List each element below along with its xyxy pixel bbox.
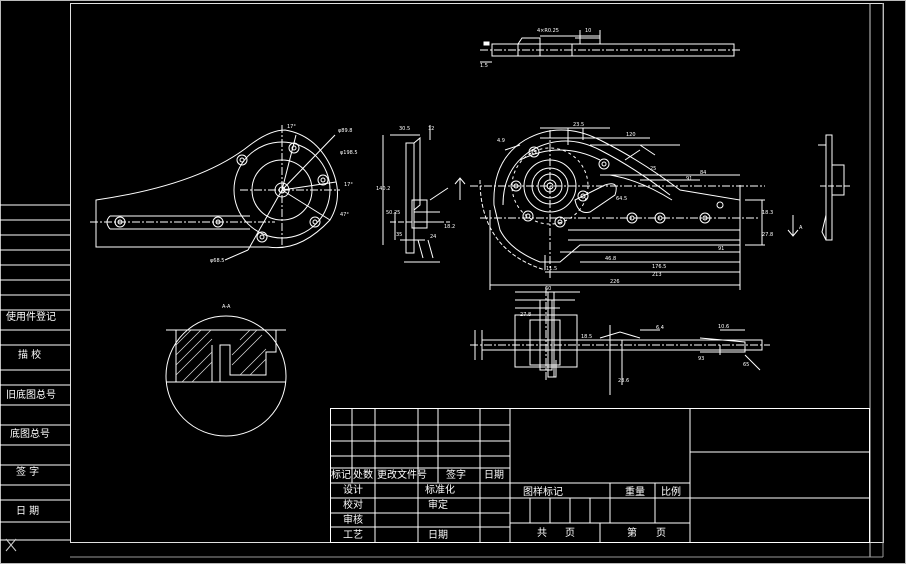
dim-side-6: 18.2 xyxy=(444,224,456,230)
dim-main-11: 11.5 xyxy=(546,266,558,272)
role-process: 工艺 xyxy=(343,530,363,541)
role-date: 日期 xyxy=(428,530,448,541)
rev-count-header: 处数 xyxy=(353,470,373,481)
strip-signature: 签 字 xyxy=(16,467,40,478)
detail-a-a xyxy=(165,315,287,437)
dim-top-1: 10 xyxy=(585,28,592,34)
dim-main-10: 213 xyxy=(652,272,662,278)
dim-side-3: 12 xyxy=(428,126,435,132)
role-approval: 审定 xyxy=(428,500,448,511)
dim-main-6: 84 xyxy=(700,170,707,176)
weight-label: 重量 xyxy=(625,487,645,498)
role-review: 审核 xyxy=(343,515,363,526)
dim-bottom-2: 60 xyxy=(545,286,552,292)
drawing-mark-label: 图样标记 xyxy=(523,487,563,498)
strip-usage-register: 使用件登记 xyxy=(6,312,56,323)
dim-bottom-4: 27.8 xyxy=(520,312,532,318)
dim-main-15: A xyxy=(799,225,803,231)
total-page-unit: 页 xyxy=(565,528,575,539)
dim-main-13: 27.8 xyxy=(762,232,774,238)
dim-left-5: φ68.5 xyxy=(210,258,225,264)
dim-main-5: 91 xyxy=(686,176,693,182)
rev-mark-header: 标记 xyxy=(331,470,351,481)
role-check: 校对 xyxy=(343,500,363,511)
dim-main-3: 25 xyxy=(650,166,657,172)
dim-side-0: 30.5 xyxy=(399,126,411,132)
side-view xyxy=(382,125,450,263)
dim-bottom-7: 65 xyxy=(743,362,750,368)
role-standardization: 标准化 xyxy=(425,485,455,496)
dim-left-0: 17° xyxy=(287,124,296,130)
dim-main-7: 91 xyxy=(718,246,725,252)
dim-main-4: 64.5 xyxy=(616,196,628,202)
role-design: 设计 xyxy=(343,485,363,496)
dim-side-5: 24 xyxy=(430,234,437,240)
dim-bottom-5: 6.4 xyxy=(656,325,664,331)
detail-label: A-A xyxy=(222,304,231,310)
dim-side-2: 50.25 xyxy=(386,210,401,216)
dim-main-0: 23.5 xyxy=(573,122,585,128)
sheet-page-unit: 页 xyxy=(656,528,666,539)
dim-side-4: 35 xyxy=(396,232,403,238)
bottom-section-view xyxy=(470,288,770,395)
right-side-view xyxy=(818,134,850,241)
strip-proof: 描 校 xyxy=(18,350,42,361)
dim-main-9: 226 xyxy=(610,279,620,285)
dim-bottom-6: 93 xyxy=(698,356,705,362)
dim-bottom-1: 18.5 xyxy=(581,334,593,340)
total-label: 共 xyxy=(537,528,547,539)
dim-side-1: 140.2 xyxy=(376,186,391,192)
strip-date: 日 期 xyxy=(16,506,40,517)
dim-bottom-3: 23.6 xyxy=(618,378,630,384)
dim-left-4: φ198.5 xyxy=(340,150,358,156)
dim-top-2: 1.5 xyxy=(480,63,488,69)
dim-top-0: 4×R0.25 xyxy=(537,28,559,34)
section-arrows xyxy=(454,177,799,237)
top-view xyxy=(480,30,740,63)
left-front-view xyxy=(90,125,340,261)
rev-date-header: 日期 xyxy=(484,470,504,481)
title-block xyxy=(330,408,870,543)
dim-main-14: 46.8 xyxy=(605,256,617,262)
rev-docno-header: 更改文件号 xyxy=(377,470,427,481)
sheet-label: 第 xyxy=(627,528,637,539)
dim-left-1: 17° xyxy=(344,182,353,188)
dim-main-1: 120 xyxy=(626,132,636,138)
main-front-view xyxy=(470,127,765,290)
dim-main-8: 176.5 xyxy=(652,264,667,270)
left-registration-strip xyxy=(0,204,70,552)
strip-old-master-no: 旧底图总号 xyxy=(6,390,56,401)
dim-bottom-0: 10.6 xyxy=(718,324,730,330)
dim-main-2: 4.9 xyxy=(497,138,505,144)
dim-left-3: φ89.8 xyxy=(338,128,353,134)
dim-main-12: 18.3 xyxy=(762,210,774,216)
rev-sign-header: 签字 xyxy=(446,470,466,481)
dim-left-2: 47° xyxy=(340,212,349,218)
strip-master-no: 底图总号 xyxy=(10,429,50,440)
scale-label: 比例 xyxy=(661,487,681,498)
